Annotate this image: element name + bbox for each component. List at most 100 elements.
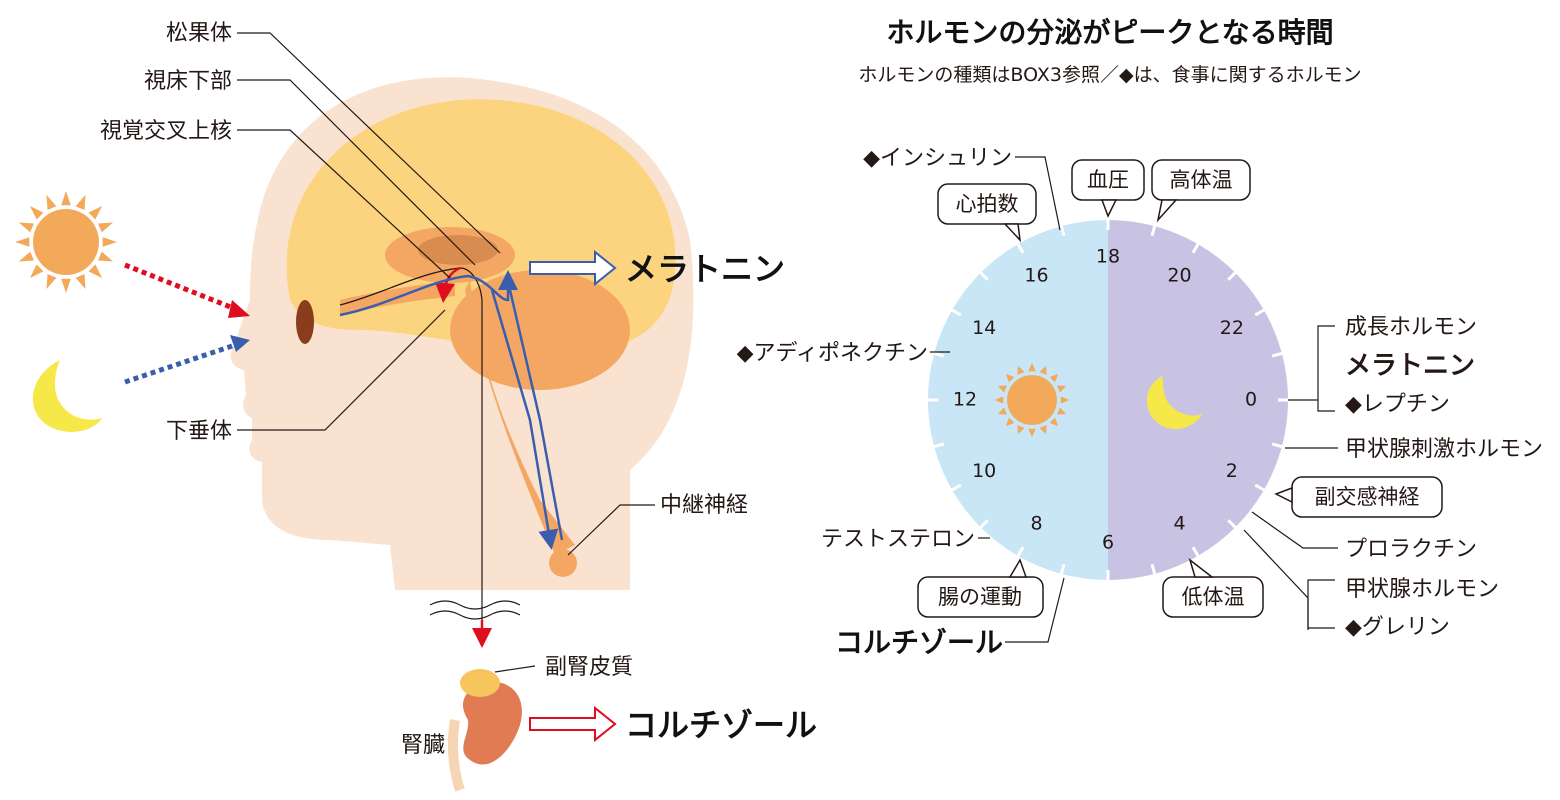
- sun-disc: [33, 209, 99, 275]
- light-arrowhead-blue: [230, 335, 250, 352]
- light-arrowhead-red: [228, 300, 250, 318]
- sun-ray: [98, 222, 114, 233]
- label-melatonin-output: メラトニン: [625, 250, 785, 288]
- bubble-low-temp-text: 低体温: [1182, 585, 1245, 609]
- sun-ray: [995, 396, 1004, 404]
- pineal-shape: [418, 235, 498, 265]
- label-scn: 視覚交叉上核: [100, 119, 232, 144]
- moon-icon: [1146, 376, 1202, 429]
- blue-signal-to-pineal: [339, 270, 518, 317]
- label-pituitary: 下垂体: [166, 419, 232, 444]
- leader-pineal: [237, 32, 501, 254]
- clock-tick: [1016, 243, 1025, 254]
- sun-ray: [1039, 425, 1047, 435]
- sun-ray: [18, 222, 34, 233]
- eye: [296, 300, 314, 344]
- clock-tick: [1254, 483, 1265, 492]
- sun-ray: [1049, 373, 1059, 383]
- label-testosterone: テストステロン: [821, 527, 975, 552]
- sun-ray: [15, 237, 30, 247]
- bracket-thyroid-ghrelin: [1307, 579, 1335, 629]
- sun-ray: [1039, 365, 1047, 375]
- sun-icon: [15, 191, 117, 293]
- clock-tick: [951, 483, 962, 492]
- bubble-blood-pressure: 血圧: [1071, 159, 1145, 218]
- sun-ray: [1057, 407, 1067, 415]
- sun-ray: [88, 264, 103, 279]
- red-signal-to-pituitary: [434, 266, 461, 303]
- leader-scn: [237, 129, 451, 279]
- adrenal-shape: [460, 669, 500, 697]
- leader-insulin: [1015, 156, 1061, 231]
- label-cortisol: コルチゾール: [835, 626, 1003, 659]
- bubble-heart-rate-text: 心拍数: [956, 192, 1019, 216]
- sun-ray: [997, 407, 1007, 415]
- clock-tick: [933, 442, 945, 449]
- relay-nerve-node: [549, 549, 577, 577]
- clock-hour-label: 2: [1226, 460, 1238, 482]
- sun-icon: [995, 363, 1069, 437]
- sun-ray: [75, 274, 86, 290]
- bubble-blood-pressure-text: 血圧: [1087, 168, 1129, 192]
- sun-ray: [61, 278, 71, 293]
- clock-tick: [1191, 243, 1200, 254]
- sun-ray: [1028, 363, 1036, 372]
- label-insulin: ◆インシュリン: [863, 146, 1012, 171]
- sun-ray: [102, 237, 117, 247]
- clock-ticks: [928, 220, 1288, 580]
- sun-ray: [88, 205, 103, 220]
- blue-signal-up: [508, 289, 564, 541]
- bracket-night-hormones: [1317, 325, 1335, 412]
- clock-hour-label: 0: [1245, 389, 1257, 411]
- sun-ray: [75, 194, 86, 210]
- sun-ray: [29, 264, 44, 279]
- bubble-bowel-text: 腸の運動: [938, 585, 1022, 609]
- clock-tick: [1150, 563, 1157, 575]
- sun-ray: [1005, 417, 1015, 427]
- melatonin-output-arrow: [529, 249, 617, 287]
- sun-ray: [46, 194, 57, 210]
- clock-tick: [1227, 519, 1237, 529]
- leader-adrenal: [494, 665, 536, 673]
- clock-tick: [1191, 546, 1200, 557]
- leader-prolactin: [1251, 511, 1338, 549]
- clock-hour-label: 14: [972, 317, 996, 339]
- bubble-parasympathetic: 副交感神経: [1274, 476, 1443, 518]
- clock-hour-label: 22: [1220, 317, 1244, 339]
- sun-ray: [997, 385, 1007, 393]
- leader-relay: [567, 504, 655, 556]
- clock-title: ホルモンの分泌がピークとなる時間: [886, 16, 1333, 49]
- label-pineal: 松果体: [166, 21, 232, 46]
- cortisol-output-arrow: [529, 705, 617, 743]
- sun-ray: [1017, 425, 1025, 435]
- label-kidney: 腎臓: [401, 733, 445, 758]
- clock-tick: [1150, 225, 1157, 237]
- bubble-high-temp: 高体温: [1151, 159, 1251, 223]
- label-ghrelin: ◆グレリン: [1345, 615, 1450, 640]
- bubble-high-temp-text: 高体温: [1170, 168, 1233, 192]
- clock-hour-label: 8: [1030, 512, 1042, 534]
- label-melatonin: メラトニン: [1345, 351, 1475, 381]
- bubble-parasympathetic-text: 副交感神経: [1315, 485, 1420, 509]
- blue-signal-down: [490, 289, 559, 550]
- break-mark-1: [429, 600, 521, 610]
- clock-hour-label: 4: [1173, 512, 1185, 534]
- head-illustration: [230, 77, 694, 590]
- clock-hour-label: 20: [1167, 265, 1191, 287]
- label-tsh: 甲状腺刺激ホルモン: [1345, 437, 1543, 462]
- bubble-bowel: 腸の運動: [917, 558, 1044, 618]
- moon-icon: [32, 360, 102, 432]
- clock-hour-label: 16: [1024, 265, 1048, 287]
- sun-ray: [1005, 373, 1015, 383]
- bubble-heart-rate: 心拍数: [937, 183, 1037, 243]
- bubble-low-temp: 低体温: [1162, 557, 1264, 618]
- clock-tick: [951, 308, 962, 317]
- label-thyroid: 甲状腺ホルモン: [1345, 577, 1499, 602]
- clock-tick: [979, 519, 989, 529]
- clock-tick: [979, 271, 989, 281]
- label-cortisol-output: コルチゾール: [625, 706, 817, 744]
- clock-night-half: [1108, 220, 1288, 580]
- light-arrow-red: [124, 262, 239, 313]
